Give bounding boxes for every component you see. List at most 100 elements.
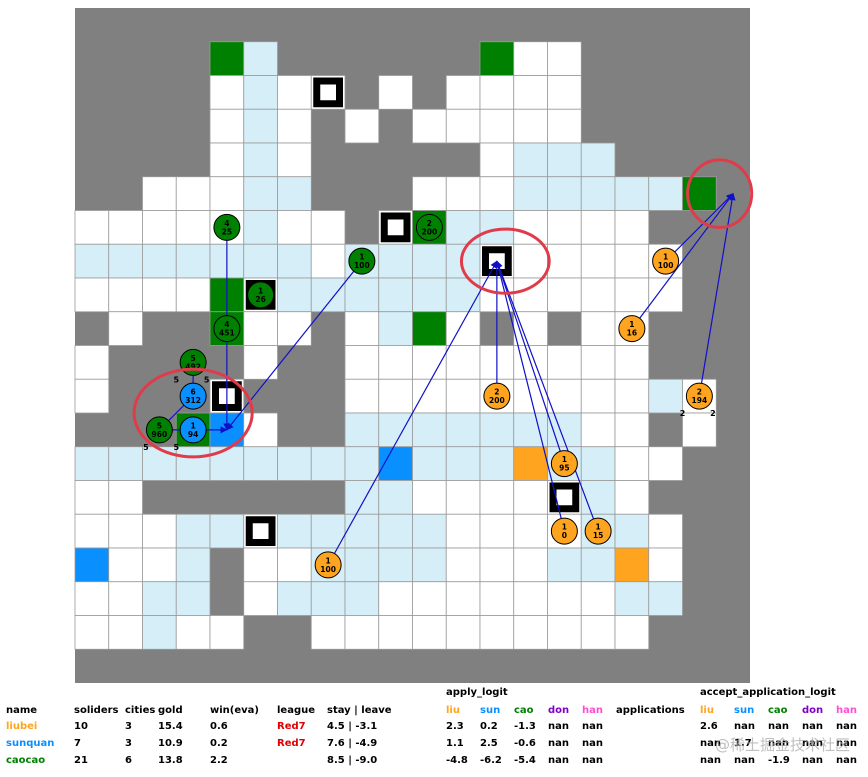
empty-tile	[277, 75, 312, 110]
unit-count-label: 1	[326, 556, 331, 565]
empty-tile	[479, 142, 515, 178]
road-tile	[310, 277, 346, 313]
road-tile	[648, 581, 683, 616]
accept-header-cao: cao	[768, 705, 788, 716]
empty-tile	[344, 108, 380, 144]
player-stats-panel: apply_logit accept_application_logit nam…	[0, 685, 868, 777]
empty-tile	[412, 176, 447, 211]
cao-unit	[213, 315, 241, 343]
empty-tile	[445, 581, 481, 616]
road-tile	[547, 547, 582, 583]
empty-tile	[479, 108, 515, 144]
sunquan-cities: 3	[125, 738, 132, 749]
caocao-cities: 6	[125, 755, 132, 766]
empty-tile	[243, 345, 278, 380]
road-tile	[547, 176, 582, 211]
cao-unit	[415, 213, 443, 241]
road-tile	[310, 446, 346, 481]
unit-strength-label: 200	[422, 227, 438, 236]
empty-tile	[445, 615, 481, 650]
road-tile	[344, 480, 380, 515]
liubei-soliders: 10	[74, 721, 88, 732]
highlight-circle	[686, 158, 754, 229]
move-arrow	[665, 193, 734, 262]
city-marker	[549, 482, 580, 513]
road-tile	[243, 142, 278, 178]
empty-tile	[614, 243, 650, 279]
sunquan-apply-don: nan	[548, 738, 569, 749]
caocao-win: 2.2	[210, 755, 228, 766]
empty-tile	[310, 243, 346, 279]
empty-tile	[74, 581, 110, 616]
unit-count-label: 5	[191, 354, 196, 363]
road-tile	[142, 581, 177, 616]
empty-tile	[580, 378, 616, 414]
cao-territory-tile	[412, 311, 447, 346]
empty-tile	[310, 615, 346, 650]
col-header-applications: applications	[616, 705, 685, 716]
road-tile	[344, 446, 380, 481]
empty-tile	[547, 108, 582, 144]
road-tile	[175, 243, 211, 279]
liubei-gold: 15.4	[158, 721, 183, 732]
empty-tile	[378, 75, 413, 110]
empty-tile	[209, 176, 245, 211]
road-tile	[108, 243, 143, 279]
empty-tile	[108, 277, 143, 313]
unit-strength-label: 94	[188, 430, 198, 439]
road-tile	[614, 513, 650, 549]
empty-tile	[74, 345, 110, 380]
move-arrow	[495, 260, 565, 464]
empty-tile	[243, 581, 278, 616]
liubei-accept-liu: 2.6	[700, 721, 718, 732]
road-tile	[175, 513, 211, 549]
road-tile	[378, 547, 413, 583]
col-header-league: league	[277, 705, 316, 716]
empty-tile	[344, 615, 380, 650]
sunquan-accept-sun: 1.7	[734, 738, 752, 749]
empty-tile	[580, 311, 616, 346]
empty-tile	[513, 581, 548, 616]
caocao-soliders: 21	[74, 755, 88, 766]
liubei-accept-sun: nan	[734, 721, 755, 732]
unit-strength-label: 960	[152, 430, 168, 439]
move-arrow	[631, 193, 734, 329]
liubei-accept-cao: nan	[768, 721, 789, 732]
liubei-apply-sun: 0.2	[480, 721, 498, 732]
empty-tile	[547, 277, 582, 313]
road-tile	[243, 243, 278, 279]
road-tile	[175, 547, 211, 583]
empty-tile	[209, 142, 245, 178]
road-tile	[445, 446, 481, 481]
stack-label: 5	[143, 443, 149, 452]
stack-label: 2	[710, 409, 716, 418]
road-tile	[378, 412, 413, 448]
empty-tile	[479, 513, 515, 549]
move-arrow	[495, 260, 599, 532]
road-tile	[378, 480, 413, 515]
caocao-accept-don: nan	[802, 755, 823, 766]
empty-tile	[412, 615, 447, 650]
road-tile	[277, 446, 312, 481]
unit-count-label: 1	[596, 523, 601, 532]
unit-count-label: 5	[157, 421, 162, 430]
unit-strength-label: 95	[559, 464, 569, 473]
road-tile	[344, 581, 380, 616]
empty-tile	[547, 41, 582, 76]
liu-unit	[314, 551, 342, 579]
sunquan-accept-liu: nan	[700, 738, 721, 749]
road-tile	[277, 581, 312, 616]
empty-tile	[580, 615, 616, 650]
player-name-liubei: liubei	[6, 721, 38, 732]
liubei-league: Red7	[277, 721, 306, 732]
apply-header-don: don	[548, 705, 570, 716]
unit-strength-label: 451	[219, 329, 235, 338]
empty-tile	[74, 480, 110, 515]
game-board[interactable]: 4252200110012644515492596063121941100116…	[0, 0, 868, 685]
caocao-gold: 13.8	[158, 755, 183, 766]
road-tile	[108, 446, 143, 481]
road-tile	[243, 446, 278, 481]
sun-unit	[179, 416, 207, 444]
sunquan-apply-liu: 1.1	[446, 738, 464, 749]
road-tile	[412, 513, 447, 549]
